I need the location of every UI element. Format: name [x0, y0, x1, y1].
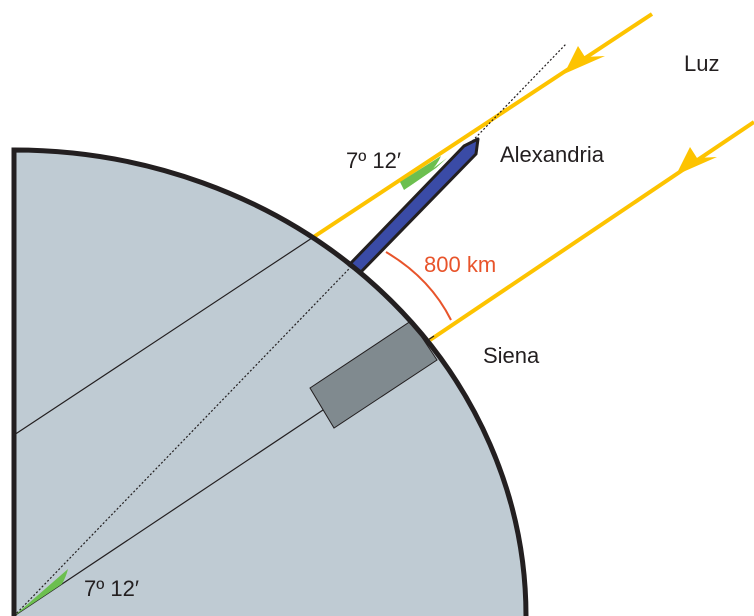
sun-ray-arrow-bottom: [676, 147, 717, 175]
label-distance: 800 km: [424, 252, 496, 277]
distance-arc: [385, 251, 452, 321]
earth-quadrant: [14, 150, 526, 616]
sun-ray-arrow-top: [564, 46, 605, 74]
label-alexandria: Alexandria: [500, 142, 605, 167]
earth-outline: [11, 147, 529, 616]
siena-well: [309, 320, 438, 429]
label-siena: Siena: [483, 343, 540, 368]
angle-wedge-top-fill: [400, 156, 441, 190]
label-light: Luz: [684, 51, 719, 76]
radius-line-alexandria-dotted: [13, 43, 567, 616]
sun-ray-alexandria: [310, 12, 654, 240]
label-angle-center: 7º 12′: [84, 576, 139, 601]
angle-wedge-center: [14, 569, 68, 616]
radius-line-upper: [13, 237, 313, 436]
label-angle-top: 7º 12′: [346, 148, 401, 173]
